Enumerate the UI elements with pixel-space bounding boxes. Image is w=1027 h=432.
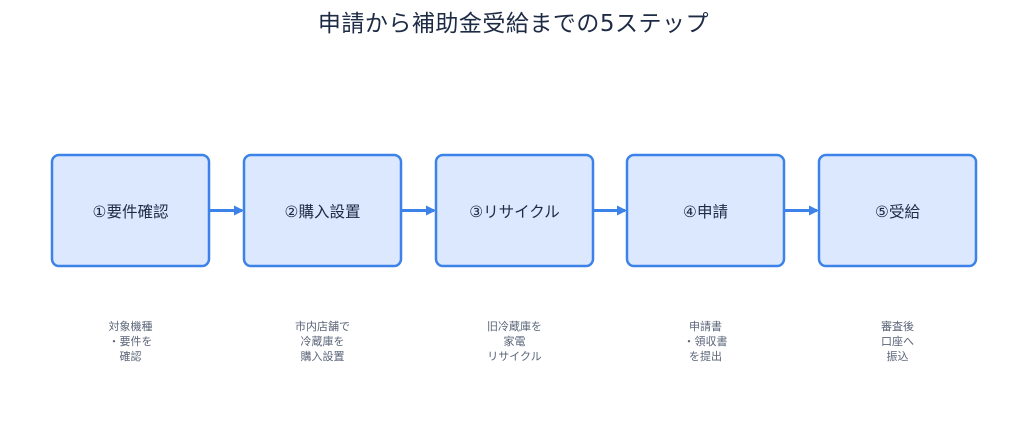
step-note-line: 対象機種 [108,320,153,333]
step-box-1 [50,153,211,268]
step-note-5: 審査後 口座へ 振込 [819,319,976,364]
step-note-line: 申請書 [689,320,722,333]
step-note-2: 市内店舗で 冷蔵庫を 購入設置 [244,319,401,364]
step-note-line: 市内店舗で [295,320,350,333]
step-box-4 [625,153,786,268]
step-note-line: 口座へ [881,335,914,348]
step-note-line: を提出 [689,350,722,363]
step-note-line: ・領収書 [683,335,728,348]
step-box-5 [817,153,978,268]
step-box-2 [242,153,403,268]
step-note-3: 旧冷蔵庫を 家電 リサイクル [436,319,593,364]
step-label-5: ⑤受給 [875,202,920,221]
step-label-3: ③リサイクル [469,202,560,221]
step-label-4: ④申請 [683,202,728,221]
step-note-line: 冷蔵庫を [300,335,345,348]
step-note-1: 対象機種 ・要件を 確認 [52,319,209,364]
step-note-line: 確認 [119,350,142,363]
step-note-line: リサイクル [487,350,542,363]
step-box-3 [434,153,595,268]
step-label-2: ②購入設置 [284,202,361,221]
step-note-line: ・要件を [108,335,153,348]
step-note-line: 旧冷蔵庫を [487,320,542,333]
step-note-line: 家電 [503,335,526,348]
step-note-4: 申請書 ・領収書 を提出 [627,319,784,364]
step-note-line: 購入設置 [300,350,345,363]
step-note-line: 審査後 [881,320,914,333]
diagram-title: 申請から補助金受給までの5ステップ [317,11,710,37]
step-note-line: 振込 [886,350,909,363]
step-label-1: ①要件確認 [92,202,169,221]
